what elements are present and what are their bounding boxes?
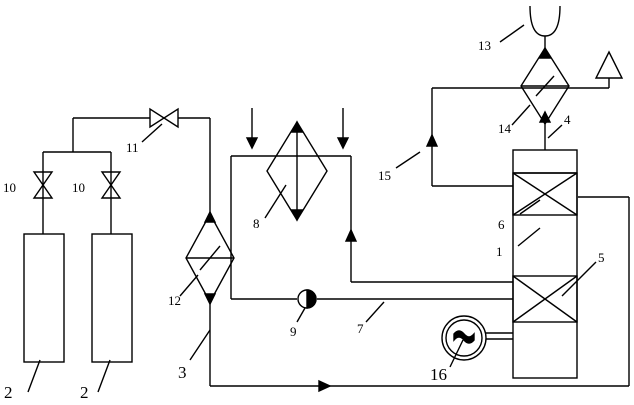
leader-11	[142, 124, 162, 142]
label-14: 14	[498, 121, 512, 136]
heater-16	[442, 316, 486, 360]
label-13: 13	[478, 38, 491, 53]
packing-bed-5	[513, 276, 577, 322]
column-1	[513, 150, 577, 378]
label-7: 7	[357, 321, 364, 336]
coolant-inlet-left-arrow	[247, 138, 257, 148]
leader-1	[518, 228, 540, 246]
label-15: 15	[378, 168, 391, 183]
pump-9	[298, 290, 316, 308]
label-1: 1	[496, 244, 503, 259]
valve-main[interactable]	[150, 109, 178, 127]
leader-16	[450, 340, 463, 367]
leader-14	[512, 105, 530, 125]
leader-9	[297, 308, 305, 322]
label-2b: 2	[80, 383, 89, 402]
label-5: 5	[598, 250, 605, 265]
label-2a: 2	[4, 383, 13, 402]
label-11: 11	[126, 140, 139, 155]
vent-triangle	[596, 52, 622, 78]
label-6: 6	[498, 217, 505, 232]
label-4: 4	[564, 112, 571, 127]
gas-cylinder-left	[24, 234, 64, 362]
coolant-inlet-right-arrow	[338, 138, 348, 148]
leader-2b	[98, 360, 110, 392]
leader-2a	[28, 360, 40, 392]
label-10a: 10	[3, 180, 16, 195]
flow-arrow-riser	[346, 230, 356, 241]
heat-exchanger-12	[186, 212, 234, 304]
leader-15	[396, 152, 420, 168]
leader-4	[548, 125, 562, 138]
packing-bed-6	[513, 173, 577, 215]
leader-3	[190, 330, 210, 360]
label-8: 8	[253, 216, 260, 231]
leader-8	[265, 185, 286, 218]
flow-arrow-line-15	[427, 135, 437, 146]
leader-5	[562, 262, 596, 296]
leader-6	[520, 200, 540, 214]
gas-cylinder-right	[92, 234, 132, 362]
label-10b: 10	[72, 180, 85, 195]
leader-13	[500, 25, 524, 42]
leader-12	[180, 275, 198, 296]
vent-hood-13	[530, 6, 560, 36]
label-16: 16	[430, 365, 447, 384]
label-3: 3	[178, 363, 187, 382]
flow-arrow-column-top	[540, 112, 550, 122]
flow-arrow-bottom	[319, 381, 330, 391]
heat-exchanger-8	[267, 122, 327, 220]
leader-7	[366, 302, 384, 322]
label-9: 9	[290, 324, 297, 339]
label-12: 12	[168, 293, 181, 308]
